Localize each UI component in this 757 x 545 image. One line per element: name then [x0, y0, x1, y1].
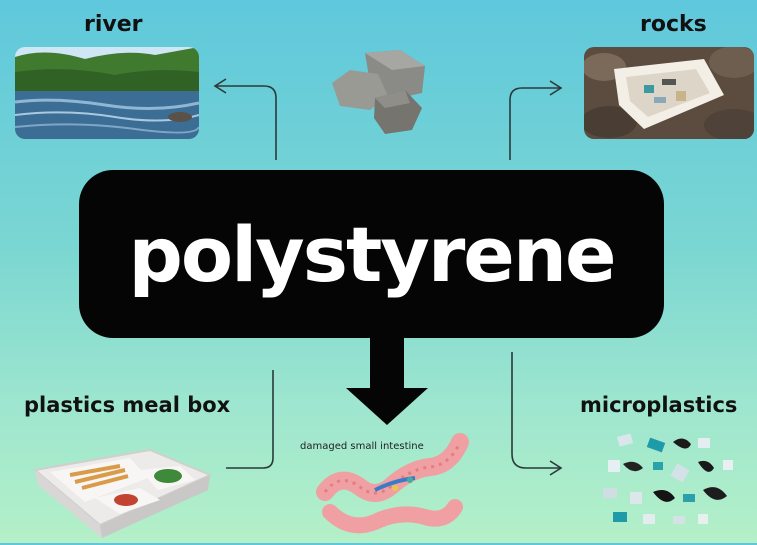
arrow-to-meal-box	[226, 370, 273, 468]
arrow-to-river	[216, 86, 276, 160]
down-arrow	[346, 338, 428, 425]
arrow-to-rocks	[510, 88, 560, 160]
arrow-to-microplastics	[512, 352, 560, 468]
